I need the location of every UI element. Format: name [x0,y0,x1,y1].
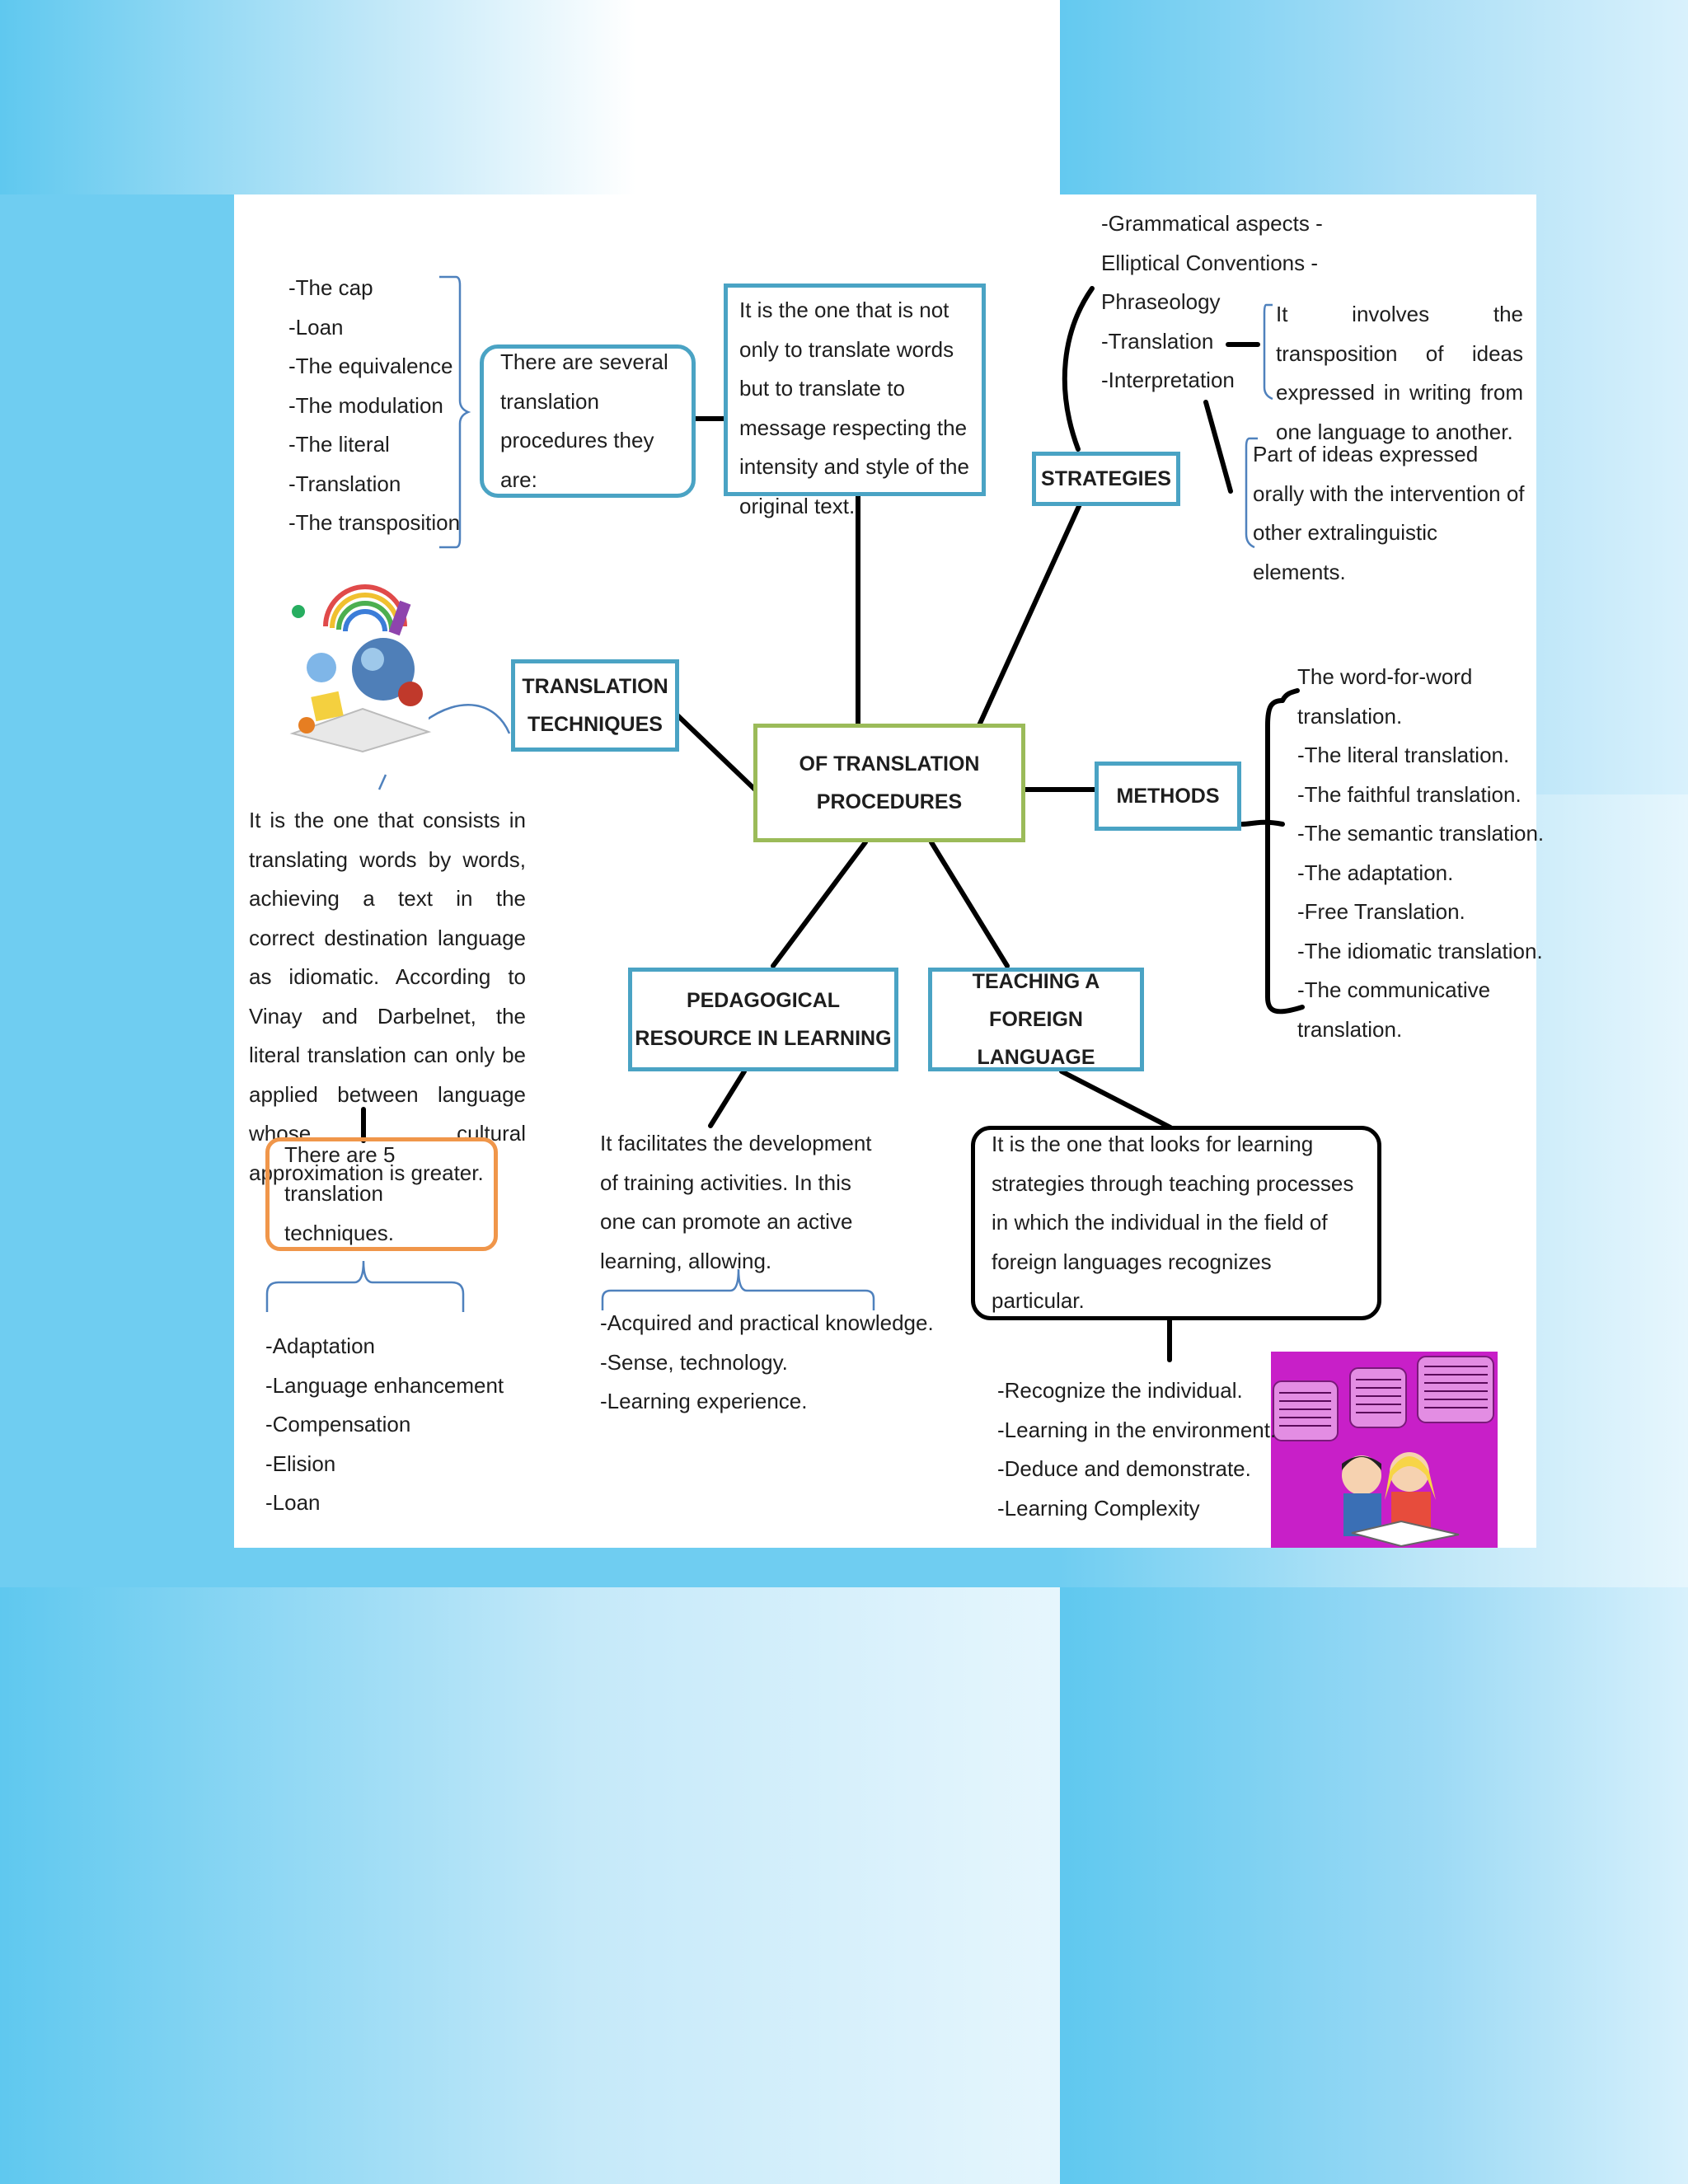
teaching-list: -Recognize the individual. -Learning in … [997,1371,1276,1528]
teaching-definition-box: It is the one that looks for learning st… [971,1126,1381,1320]
connector-line [931,842,1007,966]
connector-line [678,715,755,790]
translation-techniques-label: TRANSLATION TECHNIQUES [515,668,675,743]
procedure-item: -Loan [288,308,460,348]
connector-line [1242,823,1282,824]
central-label: OF TRANSLATION PROCEDURES [757,745,1021,821]
bracket [267,1261,463,1312]
method-item: -The communicative [1297,971,1544,1010]
connector-line [1282,691,1297,701]
technique-item: -Language enhancement [265,1366,504,1406]
method-item: The word-for-word [1297,658,1544,697]
pedagogical-item: -Sense, technology. [600,1343,934,1383]
technique-item: -Adaptation [265,1327,504,1366]
methods-list: The word-for-word translation. -The lite… [1297,658,1544,1049]
central-node: OF TRANSLATION PROCEDURES [753,724,1025,842]
connector-line [979,504,1080,725]
interpretation-definition: Part of ideas expressed orally with the … [1253,435,1533,592]
procedures-intro-box: There are several translation procedures… [480,344,696,498]
teaching-item: -Deduce and demonstrate. [997,1450,1276,1489]
strategy-item: Elliptical Conventions - [1101,244,1323,284]
method-item: translation. [1297,1010,1544,1050]
strategies-node: STRATEGIES [1032,452,1180,506]
technique-item: -Elision [265,1445,504,1484]
strategy-item: -Grammatical aspects - [1101,204,1323,244]
method-item: -The faithful translation. [1297,776,1544,815]
methods-node: METHODS [1095,762,1241,831]
translation-techniques-node: TRANSLATION TECHNIQUES [511,659,679,752]
pedagogical-item: -Learning experience. [600,1382,934,1422]
method-item: -The semantic translation. [1297,814,1544,854]
teaching-item: -Recognize the individual. [997,1371,1276,1411]
method-item: -The literal translation. [1297,736,1544,776]
strategies-label: STRATEGIES [1041,460,1171,498]
educational-collage-image [292,577,429,752]
students-reading-cartoon-image [1271,1352,1498,1548]
technique-item: -Compensation [265,1405,504,1445]
techniques-count-note: There are 5 translation techniques. [284,1136,479,1254]
procedures-definition: It is the one that is not only to transl… [739,291,970,526]
pedagogical-node: PEDAGOGICAL RESOURCE IN LEARNING [628,968,898,1071]
connector-line [773,842,865,966]
procedure-item: -The equivalence [288,347,460,387]
techniques-list: -Adaptation -Language enhancement -Compe… [265,1327,504,1523]
teaching-item: -Learning in the environment. [997,1411,1276,1451]
translation-definition: It involves the transposition of ideas e… [1276,295,1523,452]
techniques-definition: It is the one that consists in translati… [249,801,526,1193]
teaching-label: TEACHING A FOREIGN LANGUAGE [932,963,1140,1076]
procedure-item: -The cap [288,269,460,308]
bracket [379,775,386,790]
procedures-definition-box: It is the one that is not only to transl… [724,284,986,496]
procedure-item: -Translation [288,465,460,504]
procedure-item: -The modulation [288,387,460,426]
techniques-count-box: There are 5 translation techniques. [265,1137,498,1251]
procedures-intro: There are several translation procedures… [500,343,675,499]
procedures-list: -The cap -Loan -The equivalence -The mod… [288,269,460,543]
method-item: -The idiomatic translation. [1297,932,1544,972]
pedagogical-definition: It facilitates the development of traini… [600,1124,885,1281]
methods-label: METHODS [1117,777,1220,815]
bracket [424,705,509,733]
teaching-item: -Learning Complexity [997,1489,1276,1529]
connector-line [710,1071,744,1126]
pedagogical-label: PEDAGOGICAL RESOURCE IN LEARNING [632,982,894,1057]
procedure-item: -The literal [288,425,460,465]
method-item: translation. [1297,697,1544,737]
connector-line [1062,1071,1170,1127]
pedagogical-item: -Acquired and practical knowledge. [600,1304,934,1343]
teaching-node: TEACHING A FOREIGN LANGUAGE [928,968,1144,1071]
connector-line [1206,402,1231,491]
method-item: -Free Translation. [1297,893,1544,932]
procedure-item: -The transposition [288,504,460,543]
technique-item: -Loan [265,1483,504,1523]
connector-line [1065,288,1092,449]
teaching-definition: It is the one that looks for learning st… [992,1125,1361,1321]
pedagogical-list: -Acquired and practical knowledge. -Sens… [600,1304,934,1422]
method-item: -The adaptation. [1297,854,1544,893]
